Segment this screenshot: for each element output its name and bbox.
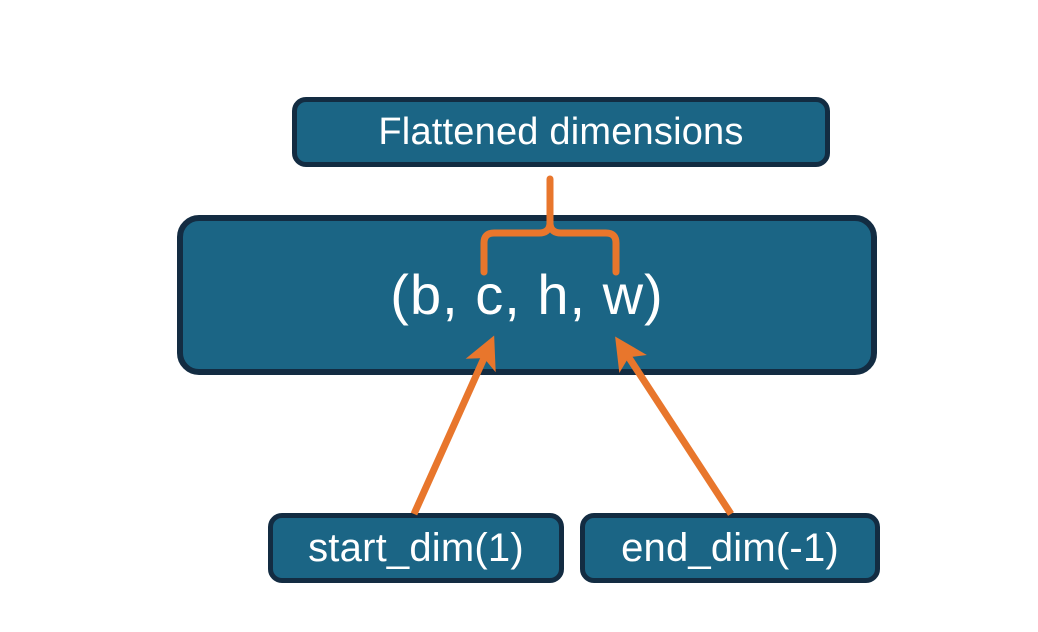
node-flattened-dimensions-label: Flattened dimensions	[378, 111, 744, 153]
node-start-dim-label: start_dim(1)	[308, 526, 524, 570]
node-end-dim[interactable]: end_dim(-1)	[580, 513, 880, 583]
node-tensor-shape-label: (b, c, h, w)	[390, 263, 664, 326]
node-tensor-shape[interactable]: (b, c, h, w)	[177, 215, 877, 375]
node-flattened-dimensions[interactable]: Flattened dimensions	[292, 97, 830, 167]
node-end-dim-label: end_dim(-1)	[621, 526, 839, 570]
node-start-dim[interactable]: start_dim(1)	[268, 513, 564, 583]
